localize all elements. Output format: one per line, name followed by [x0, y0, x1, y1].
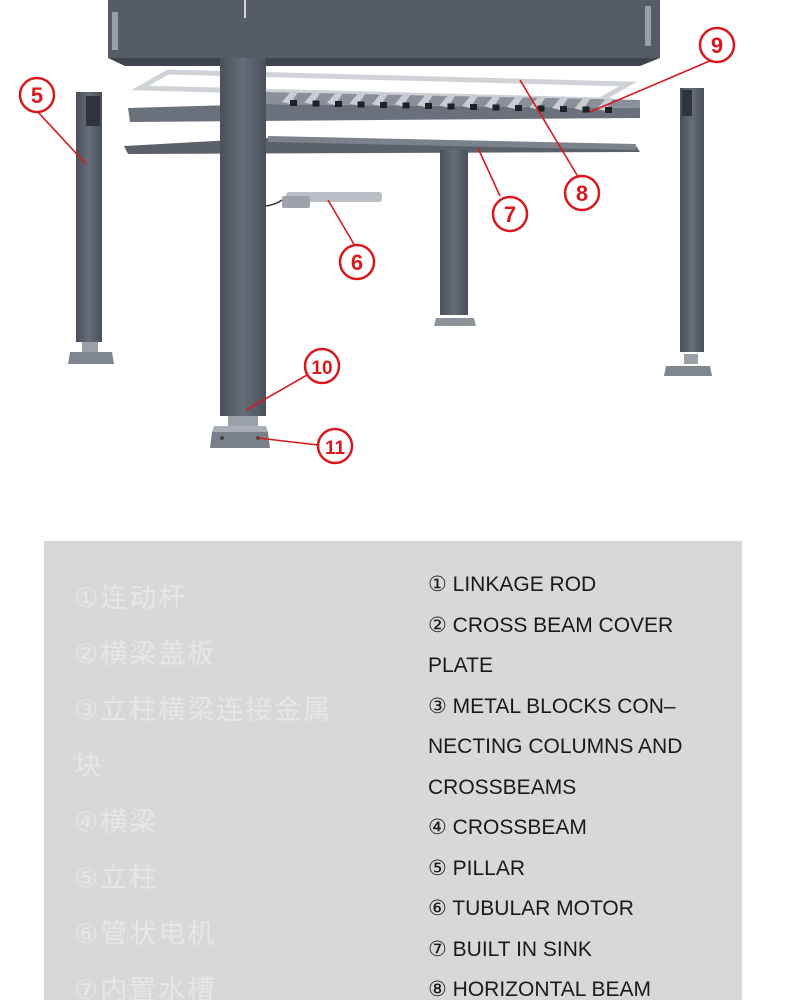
- legend-item-cross-beam-cover-cont: PLATE: [428, 654, 493, 677]
- clip-block: [515, 105, 522, 111]
- clip-block: [425, 103, 432, 109]
- blade-clip: [417, 93, 433, 107]
- legend-item-built-in-sink: ⑦ BUILT IN SINK: [428, 937, 592, 961]
- clip-block: [380, 102, 387, 108]
- legend-item-metal-blocks-cont: NECTING COLUMNS AND: [428, 735, 683, 758]
- callout-7-label: 7: [504, 202, 516, 227]
- legend-zh-line: ②横梁盖板: [74, 639, 217, 670]
- linkage-rod-assembly: [128, 90, 640, 122]
- callout-11: 11: [316, 427, 354, 465]
- clip-block: [447, 103, 455, 110]
- tubular-motor: [265, 192, 382, 208]
- clip-block: [492, 104, 500, 111]
- callout-8-label: 8: [576, 181, 588, 206]
- legend-zh-line: ③立柱横梁连接金属: [74, 695, 333, 726]
- callout-5-label: 5: [31, 83, 43, 108]
- legend-item-metal-blocks: ③ METAL BLOCKS CON–: [428, 694, 676, 718]
- legend-chinese: ①连动杆 ②横梁盖板 ③立柱横梁连接金属 块 ④横梁 ⑤立柱 ⑥管状电机 ⑦内置…: [74, 571, 404, 1000]
- blade-clip: [349, 91, 366, 106]
- blade-clip: [304, 90, 321, 105]
- blade-clip: [394, 92, 411, 107]
- clip-block: [357, 101, 365, 108]
- blade-clip: [552, 96, 568, 110]
- clip-block: [335, 101, 342, 107]
- blade-clip: [529, 95, 546, 110]
- rear-post: [434, 150, 476, 326]
- clip-block: [582, 106, 590, 113]
- legend-item-metal-blocks-cont2: CROSSBEAMS: [428, 775, 577, 799]
- clip-block: [470, 104, 477, 110]
- legend-zh-line: ⑤立柱: [74, 863, 159, 894]
- legend-item-cross-beam-cover: ② CROSS BEAM COVER: [428, 613, 674, 637]
- blade-clip: [574, 96, 591, 111]
- right-pillar: [664, 88, 712, 376]
- legend-panel: ①连动杆 ②横梁盖板 ③立柱横梁连接金属 块 ④横梁 ⑤立柱 ⑥管状电机 ⑦内置…: [44, 541, 742, 1000]
- clip-block: [560, 106, 567, 112]
- leader-lines: [36, 59, 713, 446]
- clip-block: [290, 100, 297, 106]
- exploded-pergola-diagram: 5 9 8 7 6 10 11: [18, 0, 736, 465]
- blade-clip: [462, 94, 478, 108]
- callout-9-label: 9: [711, 33, 723, 58]
- blade-clip: [439, 93, 456, 108]
- legend-zh-line: 块: [74, 751, 103, 782]
- legend-item-tubular-motor: ⑥ TUBULAR MOTOR: [428, 897, 634, 920]
- callout-6-label: 6: [351, 250, 363, 275]
- clip-block: [402, 102, 410, 109]
- callout-10-label: 10: [311, 358, 332, 379]
- legend-zh-line: ④横梁: [74, 807, 159, 838]
- blade-clip: [282, 90, 298, 104]
- legend-english: ① LINKAGE ROD ② CROSS BEAM COVER PLATE ③…: [428, 565, 728, 1000]
- legend-zh-line: ⑥管状电机: [74, 919, 217, 950]
- legend-item-horizontal-beam: ⑧ HORIZONTAL BEAM: [428, 978, 652, 1000]
- legend-item-pillar: ⑤ PILLAR: [428, 856, 526, 880]
- top-frame: [108, 0, 660, 66]
- legend-zh-line: ⑦内置水槽: [74, 975, 217, 1000]
- clip-block: [312, 100, 320, 107]
- clip-block: [537, 105, 545, 112]
- callout-7: 7: [491, 195, 529, 233]
- callout-9: 9: [698, 26, 736, 64]
- callout-5: 5: [18, 76, 56, 114]
- callout-11-label: 11: [325, 438, 346, 459]
- legend-item-linkage-rod: ① LINKAGE ROD: [428, 573, 597, 596]
- legend-item-crossbeam: ④ CROSSBEAM: [428, 816, 587, 839]
- legend-zh-line: ①连动杆: [74, 583, 188, 614]
- left-pillar: [68, 92, 114, 364]
- callout-10: 10: [303, 347, 341, 385]
- clip-block: [605, 107, 612, 113]
- callout-6: 6: [338, 243, 376, 281]
- blade-clip: [372, 92, 388, 106]
- front-post: [210, 58, 270, 448]
- blade-clip: [507, 95, 523, 109]
- callout-8: 8: [563, 174, 601, 212]
- blade-clip: [327, 91, 343, 105]
- blade-clip: [484, 94, 501, 109]
